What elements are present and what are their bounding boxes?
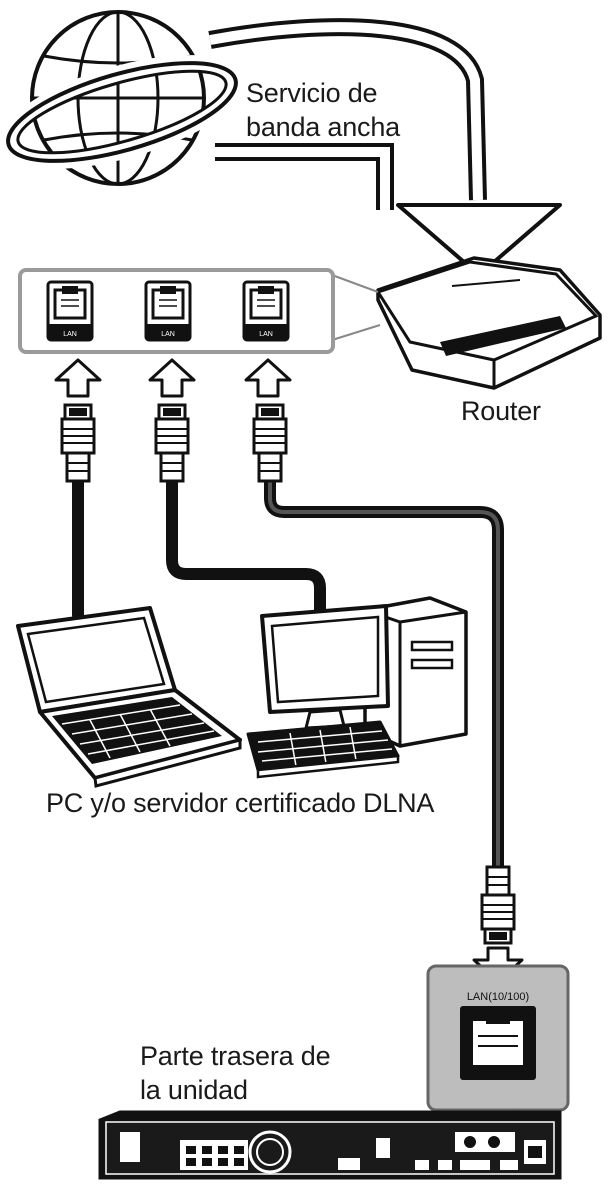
ethernet-plug-icon [480, 865, 516, 945]
svg-text:LAN: LAN [161, 331, 175, 338]
unit-rear-panel [98, 1110, 562, 1180]
ethernet-plug-icon [154, 403, 190, 483]
router-label: Router [461, 396, 541, 426]
up-arrow-icon [244, 358, 292, 398]
up-arrow-icon [54, 358, 102, 398]
svg-text:LAN: LAN [63, 331, 77, 338]
laptop-icon [16, 606, 242, 788]
up-arrow-icon [148, 358, 196, 398]
lan-port-2: LAN [144, 280, 192, 342]
unit-lan-panel: LAN(10/100) [426, 964, 570, 1139]
lan-port-1: LAN [46, 280, 94, 342]
globe-icon [0, 10, 244, 186]
ethernet-plug-icon [252, 403, 288, 483]
svg-text:LAN(10/100): LAN(10/100) [467, 991, 529, 1003]
broadband-connection-line [208, 18, 487, 210]
broadband-service-label: Servicio de banda ancha [246, 78, 400, 142]
down-arrow-icon [396, 203, 562, 277]
ethernet-cables [72, 472, 504, 878]
desktop-pc-icon [246, 596, 468, 779]
unit-rear-label: Parte trasera de la unidad [140, 1041, 331, 1105]
ethernet-plug-icon [60, 403, 96, 483]
pc-dlna-server-label: PC y/o servidor certificado DLNA [46, 788, 435, 818]
lan-port-3: LAN [242, 280, 290, 342]
svg-text:LAN: LAN [259, 331, 273, 338]
router-icon [375, 256, 602, 390]
